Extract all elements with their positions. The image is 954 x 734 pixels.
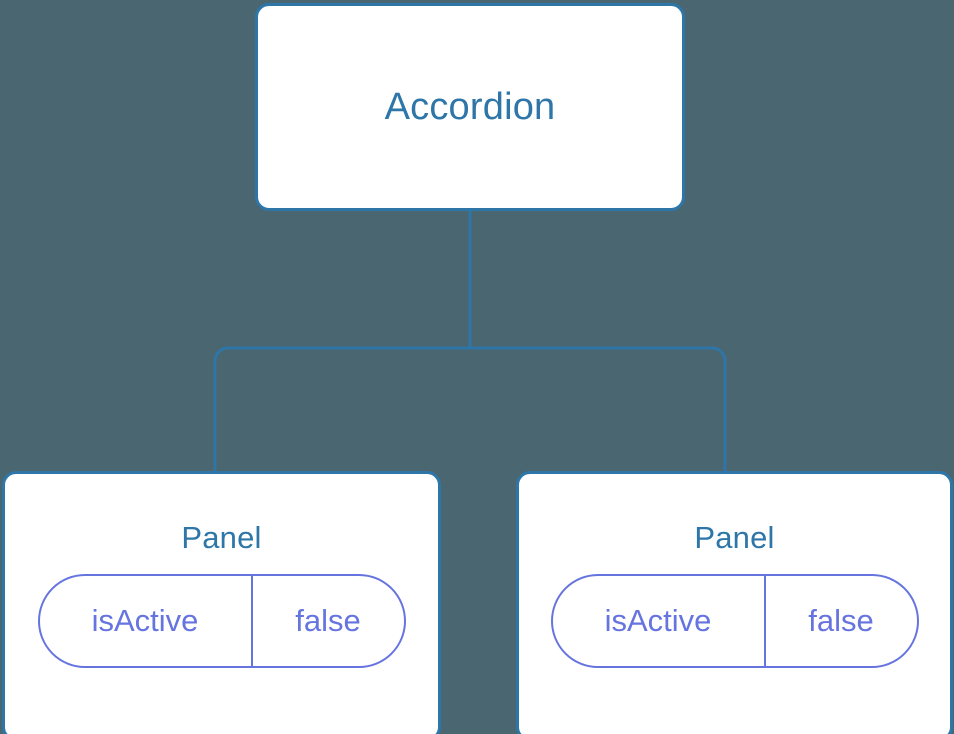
prop-value-is-active-0: false [295,603,361,638]
prop-pill-is-active-0[interactable]: isActive false [37,574,406,668]
prop-key-is-active-1: isActive [553,576,766,666]
prop-value-is-active-1: false [808,603,874,638]
node-panel-1[interactable]: Panel isActive false [516,471,953,734]
node-accordion[interactable]: Accordion [255,3,685,211]
node-panel-1-label: Panel [694,520,775,555]
prop-pill-is-active-1[interactable]: isActive false [550,574,919,668]
node-accordion-label: Accordion [384,85,556,128]
connector-branch-left [213,346,470,474]
node-panel-0[interactable]: Panel isActive false [2,471,441,734]
connector-branch-right [470,346,727,474]
node-panel-0-label: Panel [181,520,262,555]
prop-key-is-active-0: isActive [40,576,253,666]
